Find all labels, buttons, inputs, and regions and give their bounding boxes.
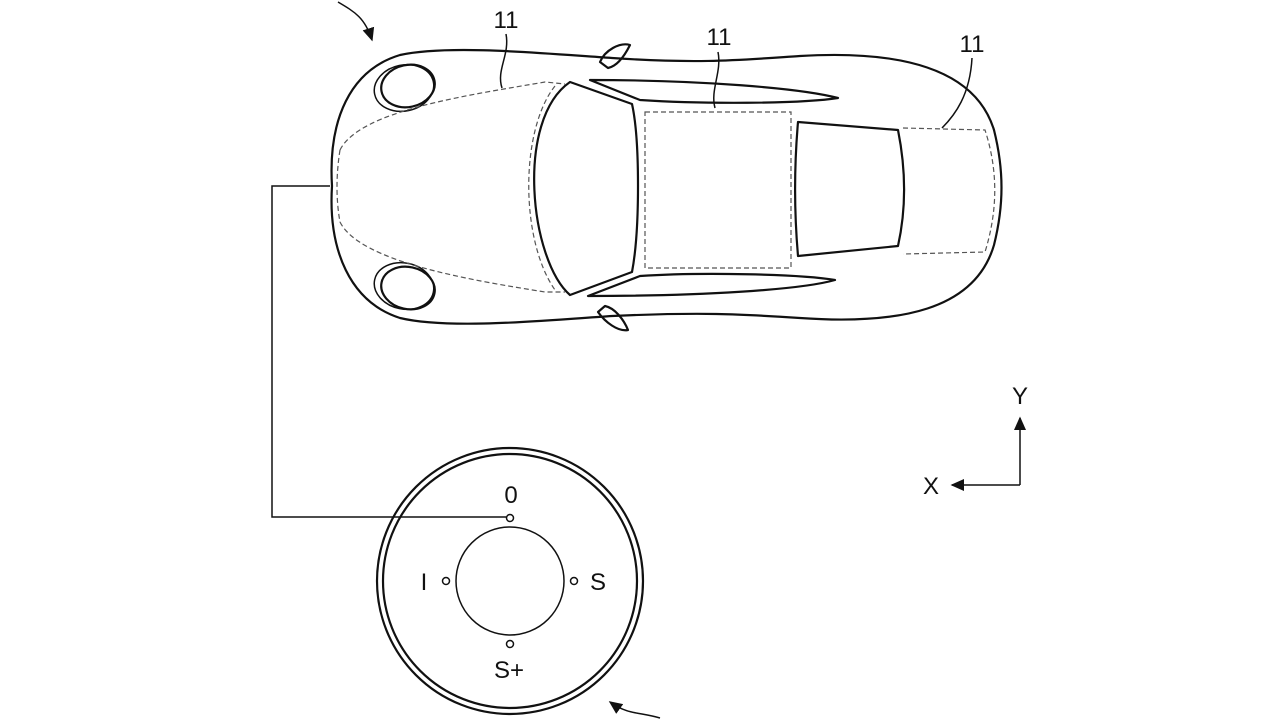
position-label-i: I	[421, 569, 428, 596]
position-dot	[505, 513, 515, 523]
y-axis-label: Y	[1012, 383, 1028, 410]
connection-line	[271, 185, 506, 518]
reference-label-11: 11	[707, 24, 732, 51]
reference-label-11: 11	[494, 7, 519, 34]
mirror-left	[598, 43, 632, 70]
side-window-right	[586, 272, 837, 298]
front-panel-outline	[339, 81, 566, 151]
coordinate-axes: Y X	[923, 383, 1028, 500]
car-body-outline	[330, 48, 1003, 325]
roof-panel-outline	[644, 111, 792, 269]
windshield	[533, 80, 640, 297]
headlight-right	[380, 265, 436, 311]
rear-window	[793, 120, 906, 258]
reference-label-11: 11	[960, 31, 985, 58]
position-dot	[505, 639, 515, 649]
reference-arrow-vehicle	[337, 1, 375, 42]
position-dot	[569, 576, 579, 586]
side-window-left	[588, 78, 840, 104]
position-label-s-plus: S+	[494, 657, 524, 684]
position-dot	[441, 576, 451, 586]
headlight-left	[380, 63, 436, 109]
dial-center	[455, 526, 565, 636]
position-label-0: 0	[504, 482, 517, 509]
vehicle-top-view: 11 11 11	[330, 7, 1003, 332]
position-label-s: S	[590, 569, 606, 596]
leader-line	[499, 33, 508, 89]
leader-line	[941, 57, 973, 129]
mode-selector-dial: 0 I S S+	[375, 446, 645, 716]
reference-arrow-selector	[608, 701, 661, 719]
mirror-right	[596, 304, 630, 332]
x-axis-label: X	[923, 473, 939, 500]
rear-panel-outline	[902, 127, 996, 255]
leader-line	[713, 51, 720, 109]
